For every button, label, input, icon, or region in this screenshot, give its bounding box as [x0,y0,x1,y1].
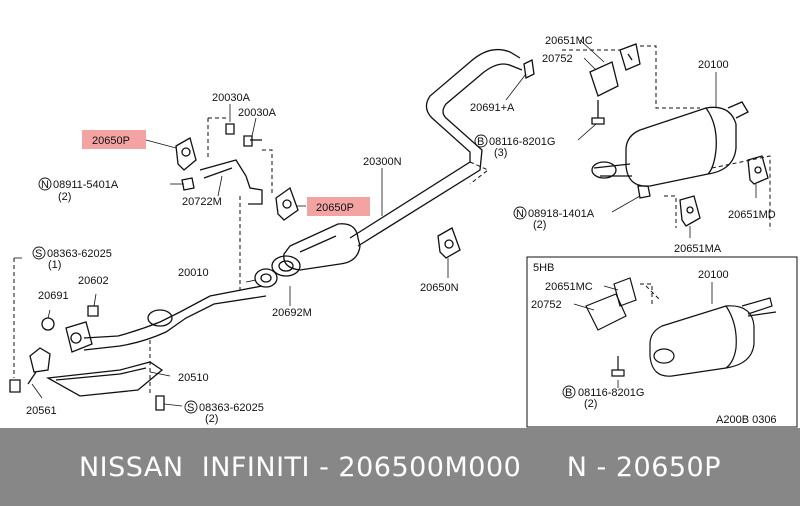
inset-label-08116: 08116-8201G [578,387,644,399]
inset-title: 5HB [533,262,554,274]
label-08363-bot: 08363-62025 [199,402,264,414]
label-08918-qty: (2) [533,219,546,231]
leader-lines [14,39,757,407]
label-20561: 20561 [26,405,57,417]
label-20602: 20602 [78,275,109,287]
label-20722m: 20722M [182,196,222,208]
exhaust-parts-diagram: N S S B N B 20650P 20030A 20030A 08911-5… [9,35,798,428]
label-08363-top: 08363-62025 [47,248,112,260]
exhaust-pipe-line [9,43,769,411]
inset-5hb-frame [526,256,798,428]
symbol-b-08116: B [477,136,484,148]
label-20691a: 20691+A [470,102,515,114]
inset-label-20651mc: 20651MC [545,281,593,293]
reference-code: A200B 0306 [716,414,777,426]
symbol-n-08911: N [41,179,49,191]
symbol-s-08363-top: S [35,248,42,260]
footer-banner: NISSAN INFINITI - 206500M000 N - 20650P [0,428,800,506]
label-20030a-1: 20030A [212,92,251,104]
label-08116-qty: (3) [494,147,507,159]
symbol-n-08918: N [516,208,524,220]
label-20100: 20100 [698,59,729,71]
inset-label-20752: 20752 [531,299,562,311]
label-20651mc: 20651MC [545,35,593,47]
footer-part-text: NISSAN INFINITI - 206500M000 N - 20650P [78,451,722,483]
label-20650p-b: 20650P [316,202,354,214]
inset-dashed [640,283,653,306]
label-20300n: 20300N [363,156,402,168]
label-20651md: 20651MD [728,209,776,221]
symbol-circles [32,134,576,414]
label-20030a-2: 20030A [238,107,277,119]
symbol-s-08363-bot: S [187,402,194,414]
label-08363-top-qty: (1) [48,259,61,271]
label-20691: 20691 [38,290,69,302]
highlight-20650p-b [307,197,370,216]
label-20692m: 20692M [272,307,312,319]
label-20650p-a: 20650P [92,135,130,147]
label-20510: 20510 [178,372,209,384]
label-08918: 08918-1401A [528,208,595,220]
label-20752: 20752 [542,53,573,65]
label-08363-bot-qty: (2) [205,413,218,425]
label-20650n: 20650N [420,282,459,294]
symbol-b-inset-08116: B [565,387,572,399]
reference-lines [13,45,771,396]
inset-label-08116-qty: (2) [584,398,597,410]
highlight-20650p-a [82,130,146,149]
label-08911-qty: (2) [58,191,71,203]
inset-leaders [573,282,713,388]
inset-drawing [585,277,777,377]
label-20010: 20010 [178,267,209,279]
label-08911: 08911-5401A [53,179,119,191]
label-20651ma: 20651MA [674,243,722,255]
label-08116: 08116-8201G [489,136,555,148]
inset-label-20100: 20100 [698,269,729,281]
